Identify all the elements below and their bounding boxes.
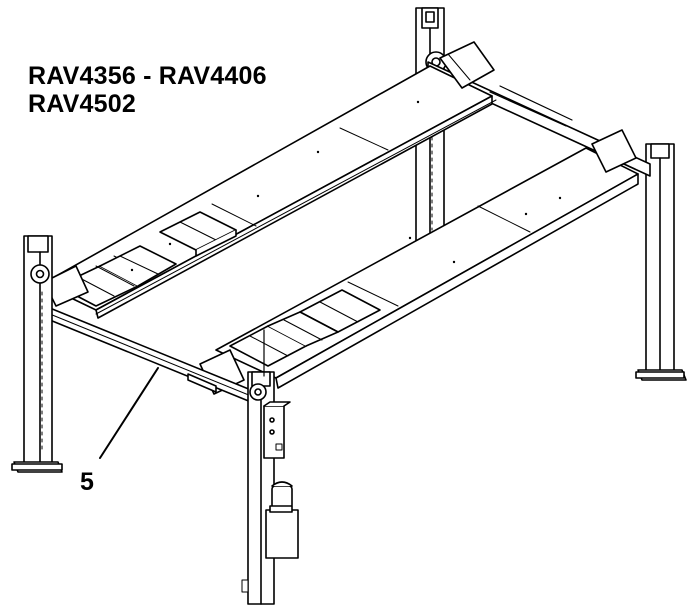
hydraulic-power-unit	[265, 481, 299, 559]
callout-number: 5	[80, 468, 94, 496]
model-title-line-1: RAV4356 - RAV4406	[28, 62, 267, 90]
right-runway	[199, 129, 639, 395]
callout-leader	[99, 367, 159, 459]
front-left-column	[11, 235, 63, 473]
model-title-line-2: RAV4502	[28, 90, 136, 118]
control-box	[263, 401, 291, 459]
left-runway	[41, 41, 497, 319]
rear-right-column	[635, 143, 687, 381]
